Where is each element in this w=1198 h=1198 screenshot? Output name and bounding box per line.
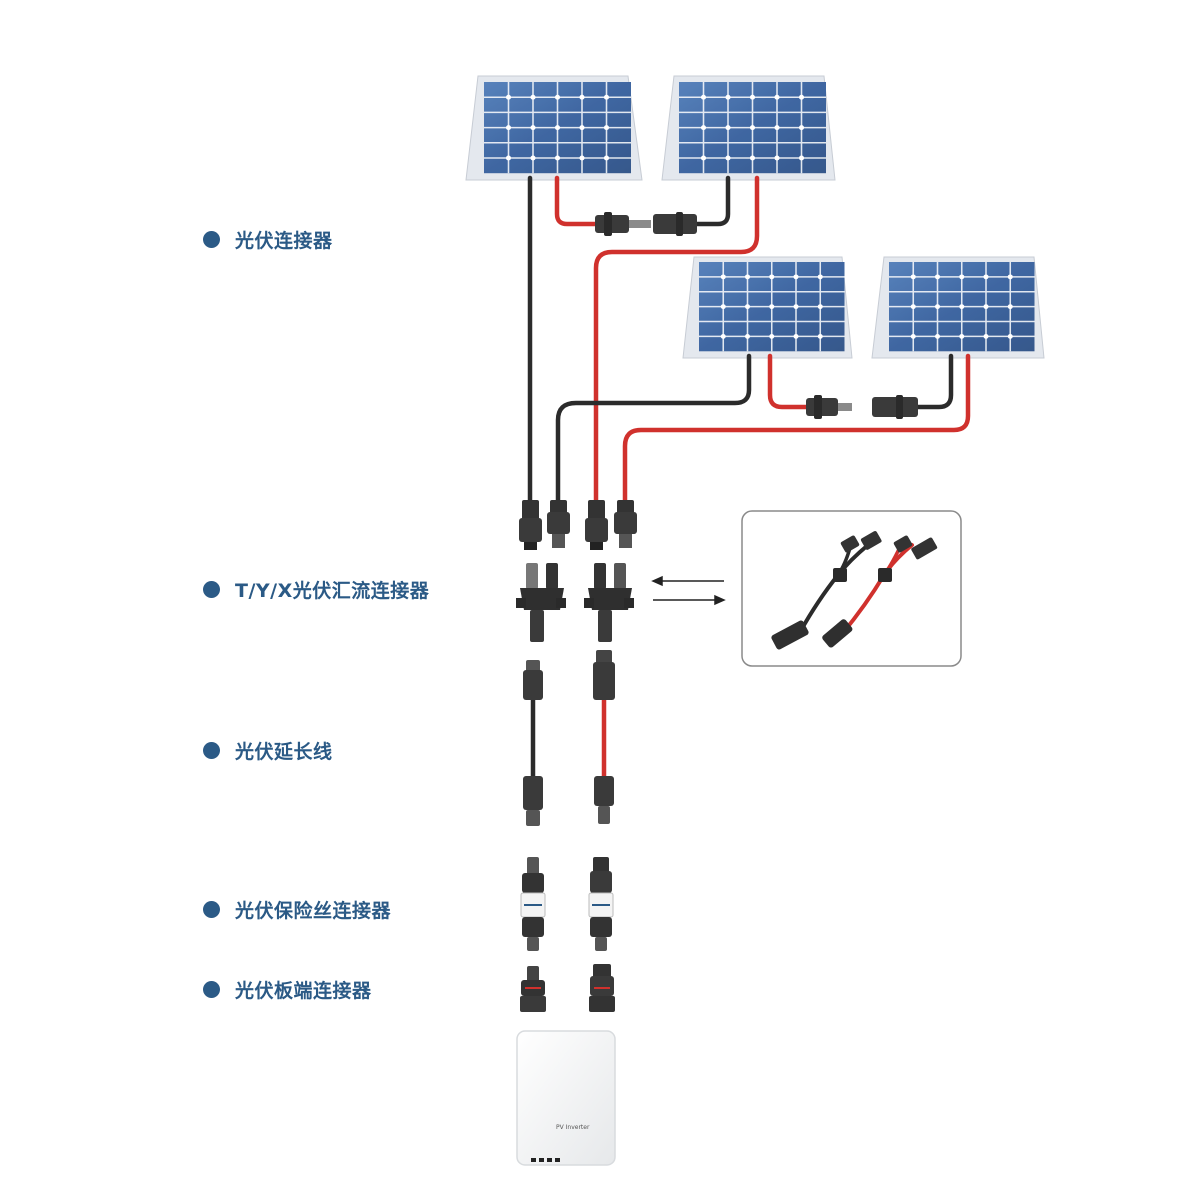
solar-panel-1 xyxy=(465,75,643,181)
legend-item-fuse-connector: 光伏保险丝连接器 xyxy=(203,896,391,923)
circle-dot-icon xyxy=(203,231,220,248)
cable-red-panel4 xyxy=(622,353,971,508)
pv-inverter: PV Inverter xyxy=(516,1030,616,1166)
double-arrow-icon xyxy=(651,575,726,606)
pv-extension-cable-red xyxy=(593,650,615,824)
legend-item-panel-end-connector: 光伏板端连接器 xyxy=(203,976,372,1003)
pv-extension-cable-black xyxy=(523,660,543,826)
circle-dot-icon xyxy=(203,742,220,759)
circle-dot-icon xyxy=(203,581,220,598)
legend-label: T/Y/X光伏汇流连接器 xyxy=(235,580,430,602)
y-branch-connector-red xyxy=(584,563,634,642)
legend-item-extension-cable: 光伏延长线 xyxy=(203,737,333,764)
pv-connector-pair-lower xyxy=(806,395,918,419)
legend-label: 光伏延长线 xyxy=(235,741,333,763)
circle-dot-icon xyxy=(203,901,220,918)
cable-black-panel4 xyxy=(915,353,954,410)
pv-connector-pair-top xyxy=(595,212,697,236)
legend-label: 光伏连接器 xyxy=(235,230,333,252)
y-branch-connector-black xyxy=(516,563,566,642)
pv-fuse-connector-2 xyxy=(588,857,614,951)
legend-item-pv-connector: 光伏连接器 xyxy=(203,226,333,253)
cable-red-panel1 xyxy=(554,175,600,227)
circle-dot-icon xyxy=(203,981,220,998)
legend-item-combiner-connector: T/Y/X光伏汇流连接器 xyxy=(203,576,429,603)
solar-panel-3 xyxy=(682,256,853,359)
cable-red-panel2 xyxy=(593,175,760,508)
pv-panel-end-connector-1 xyxy=(520,966,546,1012)
solar-panel-2 xyxy=(661,75,836,181)
cable-red-panel3 xyxy=(767,353,811,410)
pv-fuse-connector-1 xyxy=(520,857,546,951)
inverter-label: PV Inverter xyxy=(556,1124,590,1131)
combiner-input-connectors xyxy=(519,500,637,550)
pv-panel-end-connector-2 xyxy=(589,964,615,1012)
cable-black-panel2 xyxy=(694,175,731,227)
y-branch-product-inset xyxy=(741,510,962,667)
cable-black-panel3 xyxy=(555,353,752,508)
legend-label: 光伏保险丝连接器 xyxy=(235,900,392,922)
legend-label: 光伏板端连接器 xyxy=(235,980,372,1002)
solar-panel-4 xyxy=(871,256,1045,359)
